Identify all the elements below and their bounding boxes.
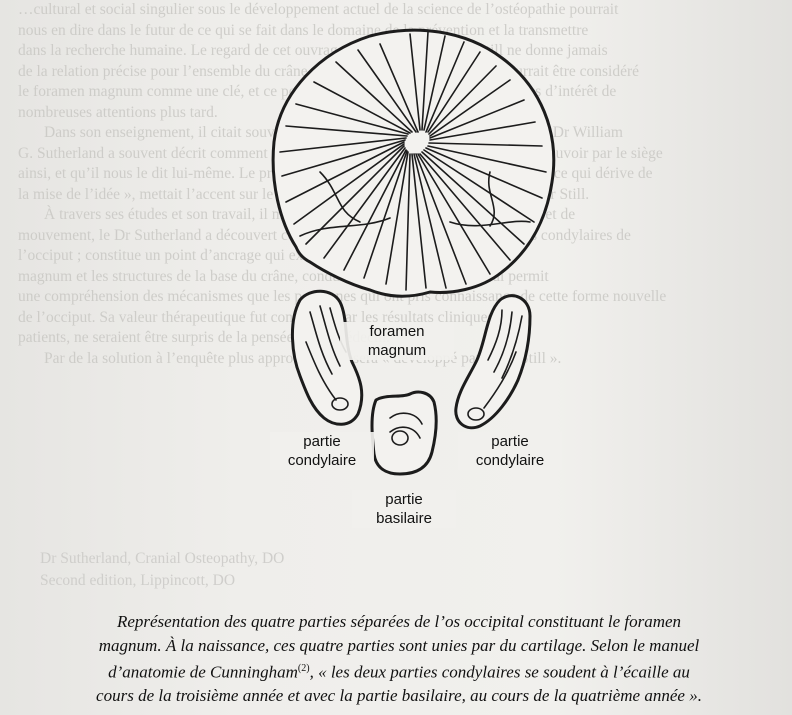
bleed-through-text-lower: Dr Sutherland, Cranial Osteopathy, DO Se… (40, 548, 400, 592)
label-foramen-magnum: foramen magnum (340, 322, 454, 360)
bleed-line: …cultural et social singulier sous le dé… (18, 0, 788, 21)
caption-line-3: d’anatomie de Cunningham(2), « les deux … (28, 657, 770, 684)
label-text: foramen magnum (368, 323, 426, 359)
label-condylaire-right: partie condylaire (458, 432, 562, 470)
label-condylaire-left: partie condylaire (270, 432, 374, 470)
label-basilaire: partie basilaire (352, 490, 456, 528)
caption-line: magnum. À la naissance, ces quatre parti… (28, 634, 770, 658)
caption-line: cours de la troisième année et avec la p… (28, 684, 770, 708)
bleed-line: Second edition, Lippincott, DO (40, 570, 400, 592)
caption-line: Représentation des quatre parties séparé… (28, 610, 770, 634)
figure-caption: Représentation des quatre parties séparé… (28, 610, 770, 708)
footnote-ref: (2) (298, 663, 310, 674)
caption-text: , « les deux parties condylaires se soud… (310, 663, 690, 682)
label-text: partie condylaire (288, 433, 356, 469)
label-text: partie basilaire (376, 491, 432, 527)
right-condylar-outline (456, 296, 530, 428)
occipital-bone-figure: foramen magnum partie condylaire partie … (240, 22, 570, 542)
caption-text: d’anatomie de Cunningham (108, 663, 298, 682)
bleed-line: Dr Sutherland, Cranial Osteopathy, DO (40, 548, 400, 570)
basilar-outline (372, 392, 436, 474)
label-text: partie condylaire (476, 433, 544, 469)
